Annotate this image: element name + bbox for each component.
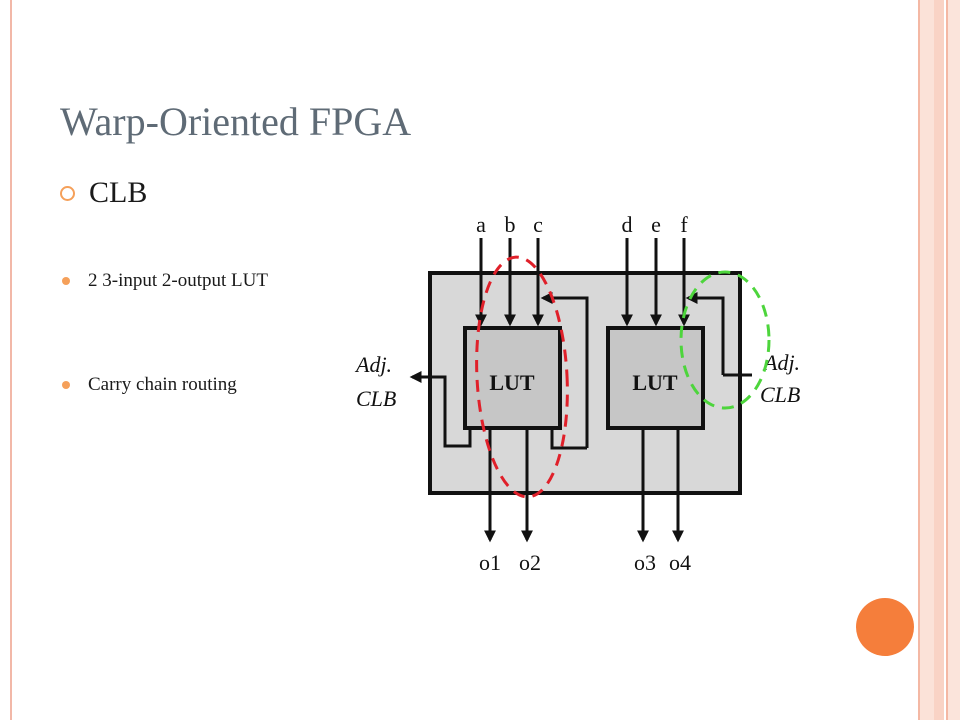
decor-band: [918, 0, 934, 720]
input-label-a: a: [476, 212, 486, 237]
input-label-c: c: [533, 212, 543, 237]
adj-clb-right-2: CLB: [760, 382, 800, 407]
bullet-text: CLB: [89, 176, 148, 209]
highlight-ellipse-red: [475, 255, 569, 499]
lut-label-2: LUT: [632, 370, 678, 395]
carry-route-right: [685, 292, 725, 375]
bullet-dot-icon: [62, 277, 70, 285]
bullet-ring-icon: [60, 185, 75, 201]
output-label-o2: o2: [519, 550, 541, 575]
adj-clb-left-2: CLB: [356, 386, 396, 411]
carry-route-out: [409, 371, 472, 448]
slide-border-left: [10, 0, 12, 720]
input-label-f: f: [680, 212, 688, 237]
sub-bullet: Carry chain routing: [62, 372, 322, 398]
lut-box-2: [606, 326, 705, 430]
decor-band: [946, 0, 960, 720]
adj-clb-left-1: Adj.: [354, 352, 392, 377]
sub-bullet: 2 3-input 2-output LUT: [62, 268, 322, 294]
decor-band: [934, 0, 944, 720]
input-label-e: e: [651, 212, 661, 237]
output-label-o3: o3: [634, 550, 656, 575]
bullet-dot-icon: [62, 381, 70, 389]
slide-title: Warp-Oriented FPGA: [60, 99, 412, 144]
carry-link: [550, 428, 587, 450]
highlight-ellipse-green: [679, 270, 771, 410]
sub-bullet-text: Carry chain routing: [88, 374, 237, 395]
adj-clb-right-1: Adj.: [762, 350, 800, 375]
decor-circle: [856, 598, 914, 656]
bullet-clb: CLB: [60, 176, 147, 210]
sub-bullet-text: 2 3-input 2-output LUT: [88, 270, 268, 291]
input-label-d: d: [622, 212, 633, 237]
clb-diagram: LUT LUT a b c d e f o1 o2 o3 o: [354, 212, 800, 575]
carry-route-in: [540, 292, 589, 448]
input-label-b: b: [505, 212, 516, 237]
output-label-o1: o1: [479, 550, 501, 575]
lut-label-1: LUT: [489, 370, 535, 395]
output-label-o4: o4: [669, 550, 691, 575]
